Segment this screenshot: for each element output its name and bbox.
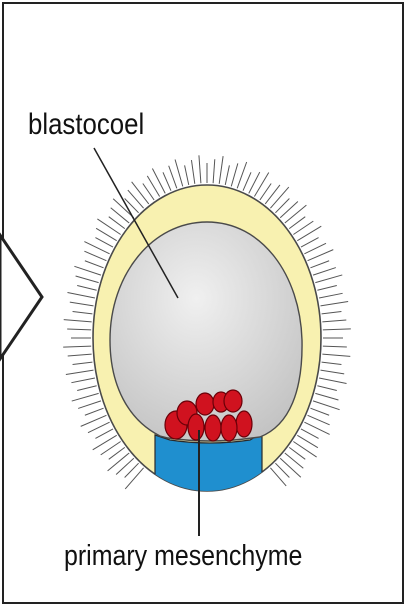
cilium — [77, 386, 96, 391]
cilium — [76, 276, 99, 283]
cilium — [319, 293, 343, 298]
cilium — [85, 261, 104, 268]
mesenchyme-cell — [236, 411, 252, 437]
cilium — [71, 378, 95, 383]
cilium — [320, 370, 344, 374]
cilium — [289, 447, 305, 459]
cilium — [310, 408, 329, 415]
cilium — [77, 286, 96, 291]
cilium — [116, 458, 134, 474]
cilium — [109, 447, 125, 459]
cilium — [265, 185, 280, 204]
cilium — [169, 166, 177, 189]
cilium — [285, 205, 307, 223]
mesenchyme-cell — [188, 414, 204, 440]
cilium — [213, 159, 215, 183]
cilium — [143, 184, 154, 201]
mesenchyme-cell — [205, 415, 221, 441]
left-arrow-notch — [0, 235, 42, 359]
cilium — [225, 165, 229, 185]
mesenchyme-cell — [221, 415, 237, 441]
cilium — [73, 311, 93, 313]
cilium — [322, 362, 342, 364]
cilium — [95, 238, 113, 248]
cilium — [64, 320, 92, 322]
cilium — [313, 268, 336, 276]
cilium — [280, 201, 298, 217]
cilium — [88, 422, 110, 432]
cilium — [95, 429, 113, 439]
cilium — [68, 354, 92, 356]
cilium — [70, 302, 94, 306]
cilium — [109, 217, 125, 229]
cilium — [317, 386, 336, 391]
cilium — [301, 238, 319, 248]
cilium — [308, 415, 330, 424]
cilium — [322, 354, 350, 356]
cilium — [84, 251, 106, 260]
cilium — [320, 301, 348, 305]
cilium — [254, 172, 268, 196]
cilium — [85, 408, 104, 415]
mesenchyme-cell — [196, 393, 214, 415]
cilium — [72, 393, 99, 401]
vegetal-plate — [155, 433, 262, 500]
cilium — [128, 190, 144, 208]
cilium — [313, 401, 340, 410]
cilium — [315, 275, 342, 283]
cilium — [231, 163, 238, 186]
cilium — [260, 184, 271, 201]
cilium — [97, 219, 120, 235]
cilium — [67, 329, 91, 330]
cilium — [323, 346, 347, 347]
cilium — [191, 160, 194, 184]
mesenchyme-cell — [224, 390, 242, 412]
cilium — [323, 329, 351, 330]
cilium — [322, 320, 346, 322]
cilium — [270, 468, 286, 486]
cilium — [289, 217, 305, 229]
cilium — [74, 266, 101, 275]
cilium — [322, 311, 342, 313]
blastocoel-label: blastocoel — [28, 108, 144, 142]
cilium — [310, 261, 329, 268]
cilium — [308, 250, 334, 261]
cilium — [67, 293, 94, 298]
cilium — [73, 362, 93, 364]
cilium — [301, 429, 319, 439]
cilium — [132, 182, 149, 204]
cilium — [63, 346, 91, 347]
cilium — [163, 172, 171, 190]
cilium — [81, 415, 107, 426]
cilium — [125, 468, 143, 489]
cilium — [304, 243, 326, 253]
cilium — [317, 286, 336, 291]
cilium — [66, 370, 94, 374]
cilium — [270, 187, 288, 208]
cilium — [108, 453, 130, 471]
cilium — [219, 156, 223, 184]
primary-mesenchyme-label: primary mesenchyme — [64, 540, 302, 573]
cilium — [199, 155, 201, 183]
cilium — [78, 401, 101, 409]
cilium — [319, 378, 346, 383]
cilium — [315, 393, 338, 400]
cilium — [243, 172, 251, 190]
cilium — [280, 458, 301, 477]
cilium — [175, 159, 183, 186]
cilium — [293, 441, 316, 457]
cilium — [185, 165, 189, 185]
